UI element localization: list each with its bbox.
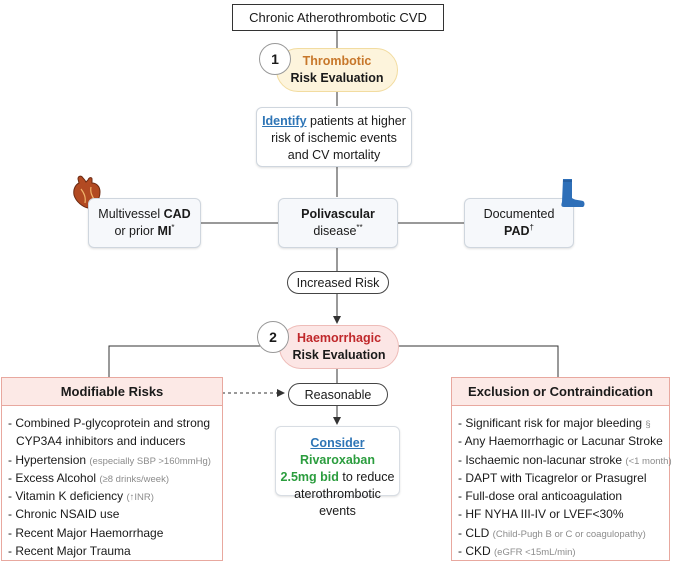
modifiable-risks-panel: Modifiable Risks - Combined P-glycoprote… (1, 377, 223, 561)
list-item: - Combined P-glycoprotein and strong (8, 416, 211, 430)
step2-number: 2 (257, 321, 289, 353)
list-item: - Chronic NSAID use (8, 507, 120, 522)
documented-box: Documented PAD† (464, 198, 574, 248)
identify-rest1: patients at higher (306, 114, 406, 128)
identify-box: Identify patients at higher risk of isch… (256, 107, 412, 167)
identify-line2: risk of ischemic events (271, 131, 397, 145)
step2-line2: Risk Evaluation (292, 348, 386, 362)
consider-drug: Rivaroxaban (299, 453, 376, 467)
step1-number: 1 (259, 43, 291, 75)
reasonable-text: Reasonable (304, 387, 372, 402)
step1-line2: Risk Evaluation (290, 71, 384, 85)
list-item: - Recent Major Haemorrhage (8, 525, 164, 540)
increased-risk-pill: Increased Risk (287, 271, 389, 294)
title-box: Chronic Atherothrombotic CVD (232, 4, 444, 31)
documented-line1: Documented (483, 207, 555, 221)
reasonable-pill: Reasonable (288, 383, 388, 406)
step1-box: Thrombotic Risk Evaluation (276, 48, 398, 92)
foot-icon (561, 179, 585, 207)
polivascular-line1: Polivascular (301, 207, 375, 221)
identify-line3: and CV mortality (287, 148, 381, 162)
list-item: - CLD (Child-Pugh B or C or coagulopathy… (458, 525, 646, 540)
consider-dose: 2.5mg bid (280, 470, 339, 484)
modifiable-risks-title: Modifiable Risks (2, 378, 222, 406)
increased-risk-text: Increased Risk (296, 275, 380, 290)
exclusion-title: Exclusion or Contraindication (452, 378, 669, 406)
line-step2-modifiable (108, 345, 279, 377)
list-item: - Full-dose oral anticoagulation (458, 489, 623, 504)
title-text: Chronic Atherothrombotic CVD (249, 10, 427, 25)
consider-rest: to reduce (338, 470, 395, 484)
multivessel-pre1: Multivessel (98, 207, 164, 221)
list-item: - Vitamin K deficiency (↑INR) (8, 489, 154, 504)
multivessel-pre2: or prior (114, 224, 158, 238)
exclusion-list: - Significant risk for major bleeding § … (452, 406, 672, 561)
consider-box: Consider Rivaroxaban 2.5mg bid to reduce… (275, 426, 400, 518)
polivascular-box: Polivascular disease** (278, 198, 398, 248)
polivascular-line2: disease (313, 224, 357, 238)
documented-sup: † (529, 222, 534, 232)
list-item: CYP3A4 inhibitors and inducers (16, 434, 186, 449)
multivessel-box: Multivessel CAD or prior MI* (88, 198, 201, 248)
step2-line1: Haemorrhagic (296, 331, 382, 345)
multivessel-sup: * (171, 222, 175, 232)
documented-pad: PAD (504, 224, 530, 238)
list-item: - CKD (eGFR <15mL/min) (458, 544, 576, 559)
list-item: - Ischaemic non-lacunar stroke (<1 month… (458, 452, 672, 467)
list-item: - Significant risk for major bleeding § (458, 416, 651, 430)
multivessel-mi: MI (157, 224, 172, 238)
consider-line3: aterothrombotic events (294, 487, 381, 518)
list-item: - HF NYHA III-IV or LVEF<30% (458, 507, 624, 522)
step1-line1: Thrombotic (302, 54, 372, 68)
list-item: - Hypertension (especially SBP >160mmHg) (8, 452, 211, 467)
step2-box: Haemorrhagic Risk Evaluation (279, 325, 399, 369)
list-item: - DAPT with Ticagrelor or Prasugrel (458, 470, 647, 485)
list-item: - Any Haemorrhagic or Lacunar Stroke (458, 434, 663, 449)
line-step2-exclusion (397, 345, 559, 377)
list-item: - Excess Alcohol (≥8 drinks/week) (8, 470, 169, 485)
exclusion-panel: Exclusion or Contraindication - Signific… (451, 377, 672, 561)
polivascular-sup: ** (356, 222, 363, 232)
modifiable-risks-list: - Combined P-glycoprotein and strong CYP… (2, 406, 222, 561)
multivessel-cad: CAD (163, 207, 191, 221)
list-item: - Recent Major Trauma (8, 544, 131, 559)
identify-keyword: Identify (262, 114, 307, 128)
consider-keyword: Consider (310, 436, 365, 450)
